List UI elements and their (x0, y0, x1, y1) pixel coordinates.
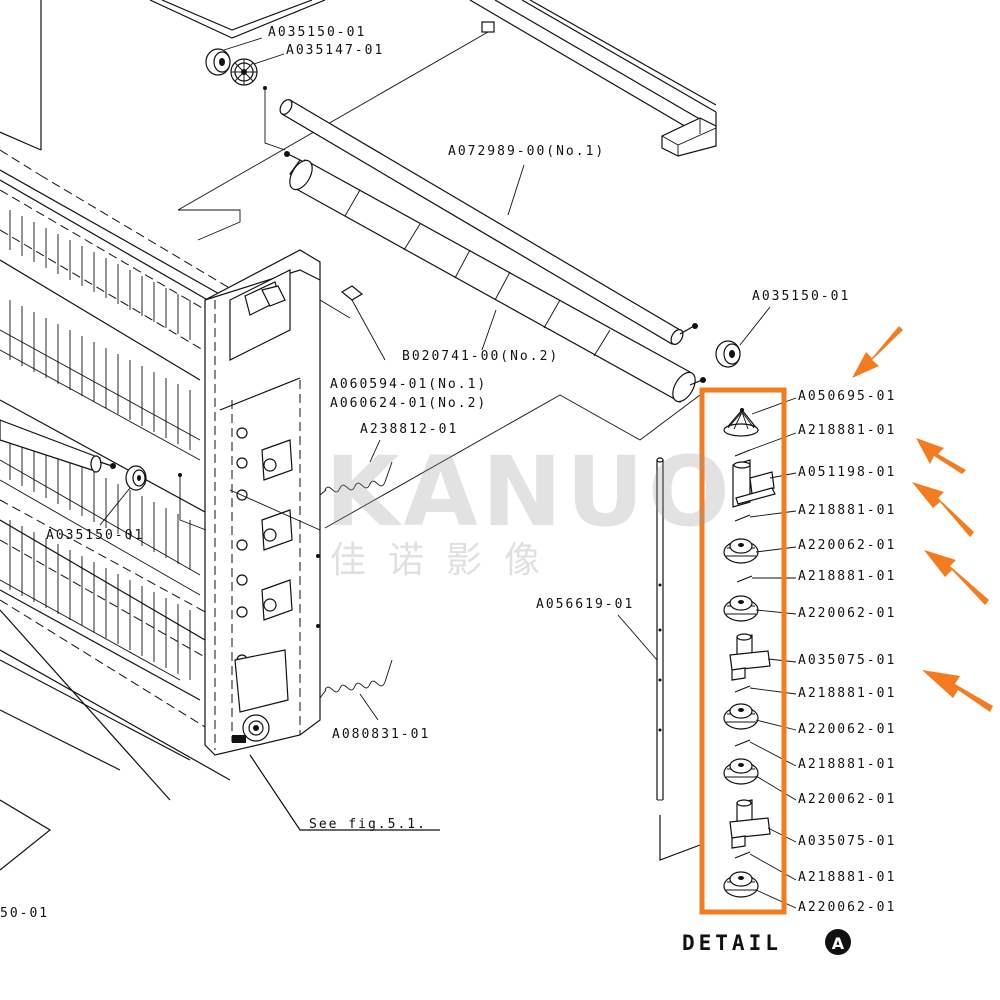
see-figure-note: See fig.5.1. (309, 817, 427, 832)
arrow-icon (852, 326, 903, 378)
bracket-3 (729, 799, 771, 849)
main-frame (0, 149, 321, 871)
idler-gear (205, 48, 231, 76)
part-labels: A035150-01 A035147-01 A072989-00(No.1) A… (0, 25, 850, 921)
roller-upper (279, 99, 698, 345)
spur-gear-4 (723, 758, 759, 785)
spur-gear-2 (723, 595, 759, 622)
spur-gear-1 (723, 538, 759, 564)
arrow-icons (852, 326, 993, 712)
bevel-gear (723, 408, 760, 437)
watermark-chinese: 佳诺影像 (330, 540, 562, 581)
detail-labels: A050695-01 A218881-01 A051198-01 A218881… (798, 389, 896, 915)
shaft (656, 457, 664, 801)
spur-gear-5 (723, 871, 759, 898)
detail-marker: A (832, 934, 845, 953)
arrow-icon (922, 670, 993, 712)
roller-lower (284, 151, 706, 403)
bracket-1 (732, 459, 776, 508)
watermark-logo: KANUO (325, 436, 734, 548)
detail-part-label: A218881-01 (798, 757, 896, 772)
roller-gear-right (715, 340, 741, 368)
drive-gear (230, 58, 267, 90)
part-label: A056619-01 (536, 597, 634, 612)
part-label: A035147-01 (286, 43, 384, 58)
part-label: A238812-01 (360, 422, 458, 437)
detail-part-label: A035075-01 (798, 834, 896, 849)
part-label: A035150-01 (268, 25, 366, 40)
part-label: A072989-00(No.1) (448, 144, 605, 159)
detail-part-label: A050695-01 (798, 389, 896, 404)
part-label: B020741-00(No.2) (402, 349, 559, 364)
bracket-2 (729, 633, 771, 681)
detail-part-label: A220062-01 (798, 606, 896, 621)
detail-column (723, 397, 797, 909)
top-rail (469, 0, 717, 157)
detail-part-label: A218881-01 (798, 870, 896, 885)
detail-caption: DETAIL A (682, 929, 851, 955)
detail-part-label: A218881-01 (798, 503, 896, 518)
spur-gear-3 (723, 703, 759, 730)
top-panel (0, 0, 326, 151)
part-label: A035150-01 (46, 528, 144, 543)
spring-upper (319, 461, 393, 496)
detail-part-label: A220062-01 (798, 792, 896, 807)
part-label: A080831-01 (332, 727, 430, 742)
part-label: A060594-01(No.1) (330, 377, 487, 392)
detail-part-label: A220062-01 (798, 900, 896, 915)
arrow-icon (924, 550, 989, 605)
left-roller (0, 419, 147, 491)
detail-part-label: A218881-01 (798, 569, 896, 584)
detail-highlight-box (699, 387, 787, 915)
arrow-icon (916, 438, 966, 474)
detail-part-label: A220062-01 (798, 538, 896, 553)
part-label: A060624-01(No.2) (330, 396, 487, 411)
spring-lower (319, 659, 393, 699)
watermark: KANUO 佳诺影像 (325, 436, 734, 581)
detail-part-label: A051198-01 (798, 465, 896, 480)
detail-title: DETAIL (682, 931, 782, 955)
detail-part-label: A035075-01 (798, 653, 896, 668)
detail-part-label: A218881-01 (798, 686, 896, 701)
detail-part-label: A218881-01 (798, 423, 896, 438)
part-label: 50-01 (0, 906, 49, 921)
arrow-icon (912, 482, 974, 537)
detail-marker-circle (825, 929, 851, 955)
detail-part-label: A220062-01 (798, 722, 896, 737)
part-label: A035150-01 (752, 289, 850, 304)
